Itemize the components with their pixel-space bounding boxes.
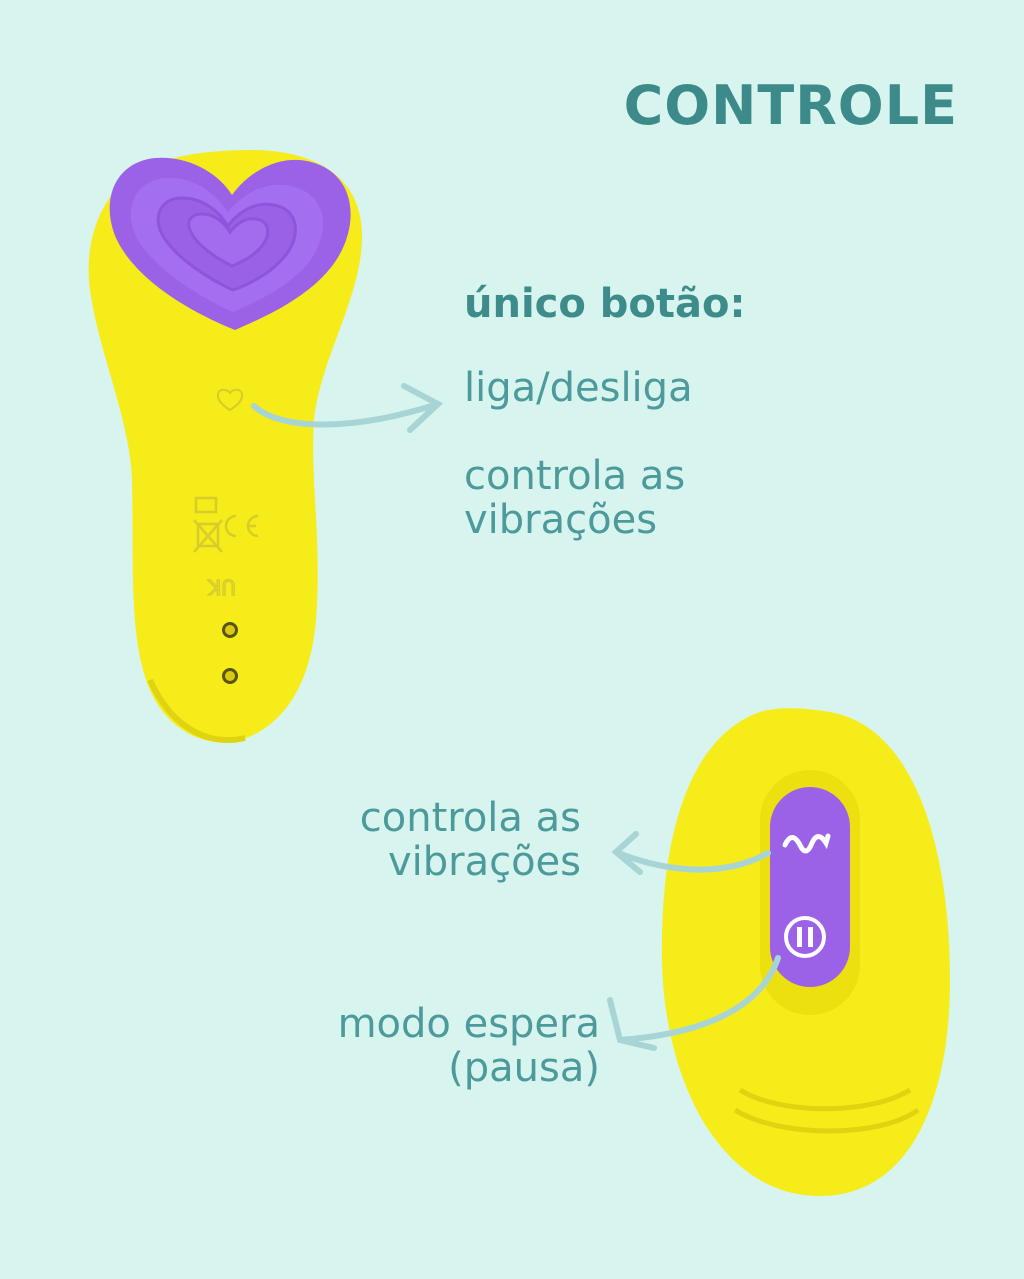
pause-button-icon[interactable] [784, 916, 826, 958]
heart-button-icon[interactable] [216, 388, 244, 412]
handheld-device: UK [88, 150, 363, 743]
remote-vibration-label-line2: vibrações [387, 839, 581, 885]
heart-head [109, 157, 351, 330]
arrow-vibration [611, 831, 771, 875]
arrow-pause [607, 955, 781, 1051]
standby-mode-label-line1: modo espera [337, 1001, 600, 1047]
on-off-label: liga/desliga [464, 365, 693, 411]
vibration-button-icon[interactable] [782, 833, 831, 854]
certification-marks-icon [193, 496, 259, 553]
controls-vibration-label-line1: controla as [464, 453, 686, 499]
uk-ca-mark: UK [207, 575, 236, 599]
arrow-top [251, 383, 444, 433]
standby-mode-label-line2: (pausa) [448, 1045, 600, 1091]
remote-vibration-label-line1: controla as [359, 795, 581, 841]
page-title: CONTROLE [623, 74, 958, 137]
controls-vibration-label-line2: vibrações [464, 497, 658, 543]
remote-device [661, 708, 950, 1196]
single-button-heading: único botão: [464, 281, 746, 327]
